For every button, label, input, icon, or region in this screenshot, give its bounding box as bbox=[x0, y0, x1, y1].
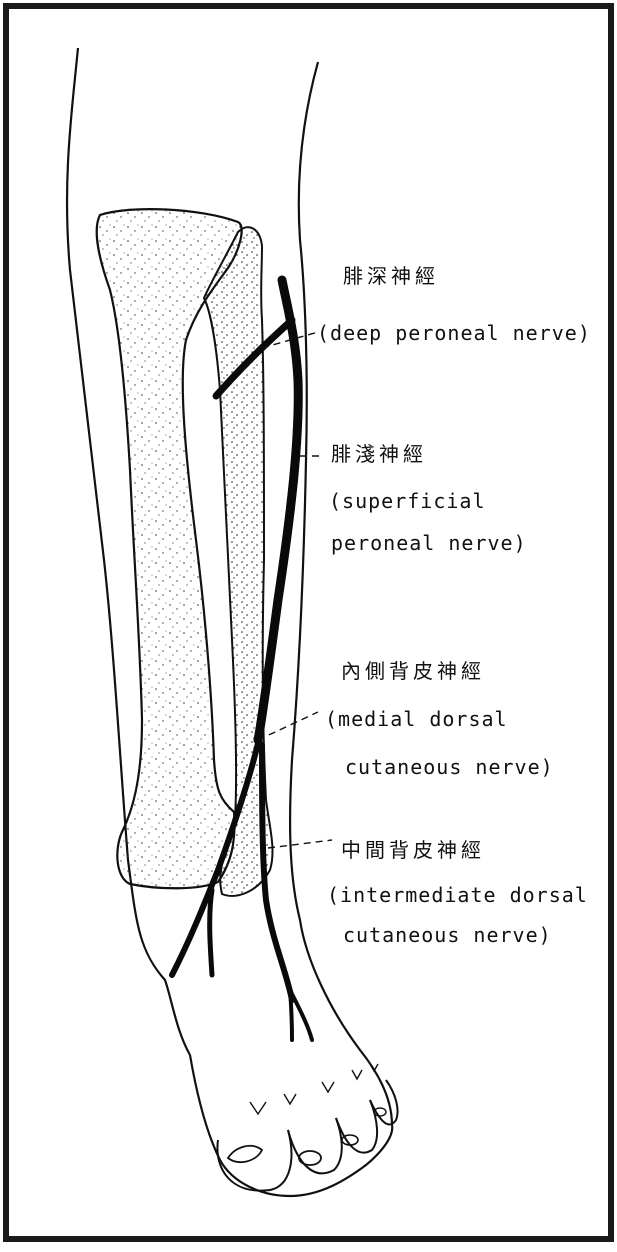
label-superficial-zh: 腓淺神經 bbox=[331, 444, 427, 464]
label-deep-en: (deep peroneal nerve) bbox=[317, 323, 591, 343]
label-intermediate-zh: 中間背皮神經 bbox=[341, 840, 485, 860]
medial-branch-tip bbox=[210, 890, 212, 975]
label-deep-zh: 腓深神經 bbox=[343, 266, 439, 286]
toenail-2 bbox=[299, 1151, 321, 1165]
leader-intermediate bbox=[268, 840, 332, 848]
label-medial-zh: 內側背皮神經 bbox=[341, 661, 485, 681]
label-medial-en2: cutaneous nerve) bbox=[345, 757, 554, 777]
label-superficial-en1: (superficial bbox=[329, 491, 486, 511]
label-intermediate-en1: (intermediate dorsal bbox=[327, 885, 588, 905]
label-intermediate-en2: cutaneous nerve) bbox=[343, 925, 552, 945]
foot-outline bbox=[190, 1055, 392, 1196]
leg-outline-lateral bbox=[290, 62, 392, 1125]
label-medial-en1: (medial dorsal bbox=[325, 709, 508, 729]
frame-border bbox=[6, 6, 611, 1239]
intermediate-dorsal-cutaneous-nerve bbox=[262, 745, 292, 1000]
toe-big bbox=[217, 1130, 291, 1191]
label-superficial-en2: peroneal nerve) bbox=[331, 533, 527, 553]
toenail-big bbox=[228, 1146, 262, 1162]
leader-medial bbox=[258, 712, 318, 740]
